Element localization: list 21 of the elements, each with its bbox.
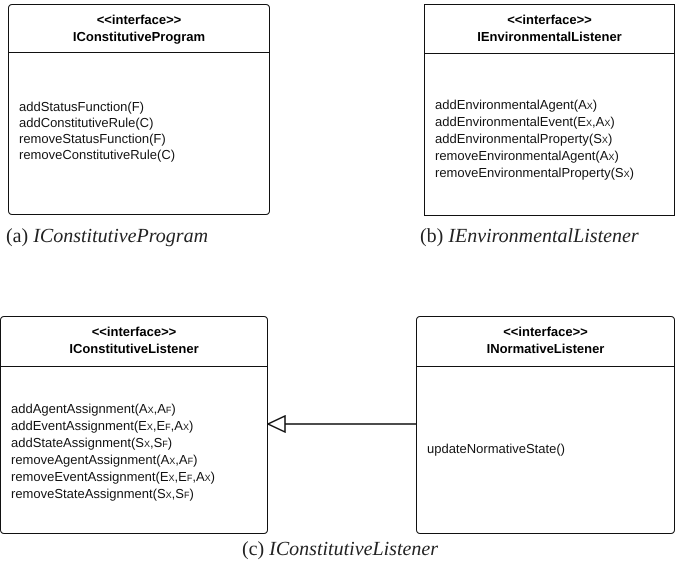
interface-class-box bbox=[416, 316, 675, 534]
subfigure-caption: (a) IConstitutiveProgram bbox=[6, 224, 210, 248]
interface-class-box bbox=[0, 316, 268, 534]
subfigure-caption: (b) IEnvironmentalListener bbox=[420, 224, 640, 248]
method-signature: removeStatusFunction(F) bbox=[19, 131, 167, 147]
method-signature: updateNormativeState() bbox=[427, 441, 566, 457]
interface-name: IConstitutiveProgram bbox=[72, 28, 206, 45]
stereotype-label: <<interface>> bbox=[90, 323, 178, 340]
interface-name: IConstitutiveListener bbox=[68, 340, 200, 357]
stereotype-label: <<interface>> bbox=[502, 323, 589, 340]
stereotype-label: <<interface>> bbox=[96, 11, 182, 28]
method-signature: addConstitutiveRule(C) bbox=[19, 115, 154, 131]
interface-class-box bbox=[8, 4, 270, 215]
interface-name: INormativeListener bbox=[486, 340, 606, 357]
method-signature: removeConstitutiveRule(C) bbox=[19, 147, 176, 163]
stereotype-label: <<interface>> bbox=[506, 11, 593, 28]
generalization-arrow bbox=[267, 415, 416, 433]
method-signature: addStatusFunction(F) bbox=[19, 99, 146, 115]
subfigure-caption: (c) IConstitutiveListener bbox=[240, 537, 440, 561]
interface-class-box bbox=[424, 4, 675, 216]
interface-name: IEnvironmentalListener bbox=[476, 28, 623, 45]
